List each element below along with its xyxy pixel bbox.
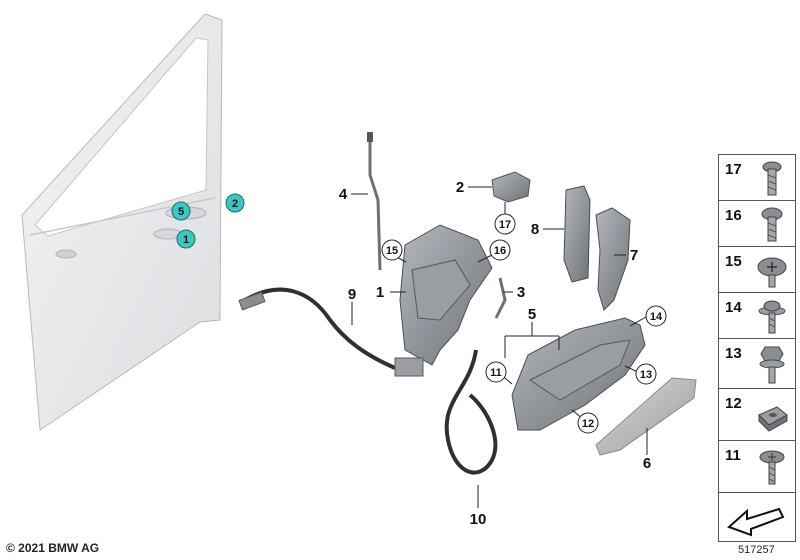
callout-8: 8	[531, 221, 539, 238]
copyright: © 2021 BMW AG	[6, 541, 100, 555]
carrier-part-7	[595, 207, 631, 311]
panel-arrow-box	[718, 492, 796, 542]
circle-callout-label: 13	[640, 369, 652, 381]
door-marker-2: 2	[225, 193, 245, 213]
callout-5: 5	[528, 306, 536, 323]
circle-callout-label: 11	[490, 367, 502, 379]
circle-callout-13: 13	[635, 363, 657, 385]
clip-nut-icon	[758, 406, 788, 432]
panel-item-15: 15	[718, 246, 796, 294]
screw-icon	[761, 207, 783, 242]
door-marker-5: 5	[171, 201, 191, 221]
cable-part-9	[244, 287, 396, 370]
circle-callout-14: 14	[645, 305, 667, 327]
panel-item-number: 13	[725, 345, 742, 362]
callout-1: 1	[376, 284, 384, 301]
panel-item-17: 17	[718, 154, 796, 202]
circle-callout-17: 17	[494, 213, 516, 235]
circle-callout-label: 17	[499, 219, 511, 231]
door-shell	[21, 13, 223, 431]
flat-head-screw-icon	[757, 257, 787, 288]
callout-9: 9	[348, 286, 356, 303]
door-marker-1: 1	[176, 229, 196, 249]
panel-item-16: 16	[718, 200, 796, 248]
circle-callout-label: 14	[650, 311, 663, 323]
hex-screw-icon	[759, 346, 785, 384]
lock-part-1-detail	[411, 259, 471, 321]
flange-screw-icon	[758, 300, 786, 334]
panel-item-number: 12	[725, 395, 742, 412]
panel-item-number: 14	[725, 299, 742, 316]
diagram-id: 517257	[738, 544, 775, 556]
rod-part-4	[368, 135, 382, 271]
panel-item-14: 14	[718, 292, 796, 340]
door-marker-label: 1	[183, 234, 189, 246]
cable-part-10	[444, 349, 498, 475]
rod-part-4-top	[367, 132, 373, 142]
door-marker-label: 5	[178, 206, 184, 218]
callout-4: 4	[339, 186, 348, 203]
panel-item-13: 13	[718, 338, 796, 390]
callout-7: 7	[630, 247, 638, 264]
panel-item-number: 17	[725, 161, 742, 178]
door-marker-label: 2	[232, 198, 238, 210]
circle-callout-12: 12	[577, 412, 599, 434]
panel-item-number: 16	[725, 207, 742, 224]
screw-icon	[759, 450, 785, 485]
circle-callout-16: 16	[489, 239, 511, 261]
callout-3: 3	[517, 284, 525, 301]
circle-callout-label: 16	[494, 245, 506, 257]
circle-callout-label: 12	[582, 418, 594, 430]
bracket-part-2	[491, 171, 531, 203]
leader-lines	[351, 186, 648, 508]
callout-6: 6	[643, 455, 651, 472]
cable-part-9-end	[238, 291, 266, 311]
callout-2: 2	[456, 179, 464, 196]
callout-10: 10	[470, 511, 487, 528]
circle-callout-15: 15	[381, 239, 403, 261]
cable-part-9-clip	[394, 357, 424, 377]
rod-part-3	[494, 277, 507, 319]
arrow-icon	[727, 507, 785, 537]
circle-callout-label: 15	[386, 245, 398, 257]
panel-item-11: 11	[718, 440, 796, 494]
handle-carrier-part-5-detail	[529, 339, 631, 401]
panel-item-12: 12	[718, 388, 796, 442]
circle-callout-11: 11	[485, 361, 507, 383]
door-handle-part-6	[595, 377, 697, 456]
carrier-part-8	[563, 185, 591, 283]
panel-item-number: 11	[725, 447, 741, 464]
panel-item-number: 15	[725, 253, 742, 270]
screw-icon	[762, 161, 782, 196]
